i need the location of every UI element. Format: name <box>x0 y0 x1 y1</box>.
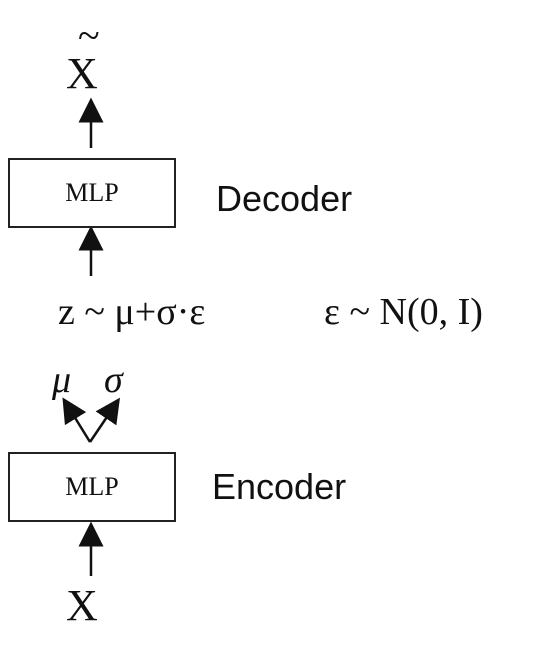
arrow-encoder-to-sigma <box>88 397 121 443</box>
encoder-mlp-box: MLP <box>8 452 176 522</box>
input-x-symbol: X <box>66 581 98 630</box>
decoder-label: Decoder <box>216 178 353 219</box>
decoder-mlp-box: MLP <box>8 158 176 228</box>
noise-equation: ε ~ N(0, I) <box>324 291 483 333</box>
arrow-encoder-to-mu <box>62 397 92 443</box>
output-tilde: ~ <box>78 13 100 58</box>
decoder-mlp-label: MLP <box>65 178 119 207</box>
sigma-symbol: σ <box>104 359 123 401</box>
mu-symbol: μ <box>52 359 72 401</box>
encoder-mlp-label: MLP <box>65 472 119 501</box>
sample-equation: z ~ μ+σ·ε <box>58 291 206 333</box>
encoder-label: Encoder <box>212 466 347 507</box>
output-x-symbol: X <box>66 49 98 98</box>
